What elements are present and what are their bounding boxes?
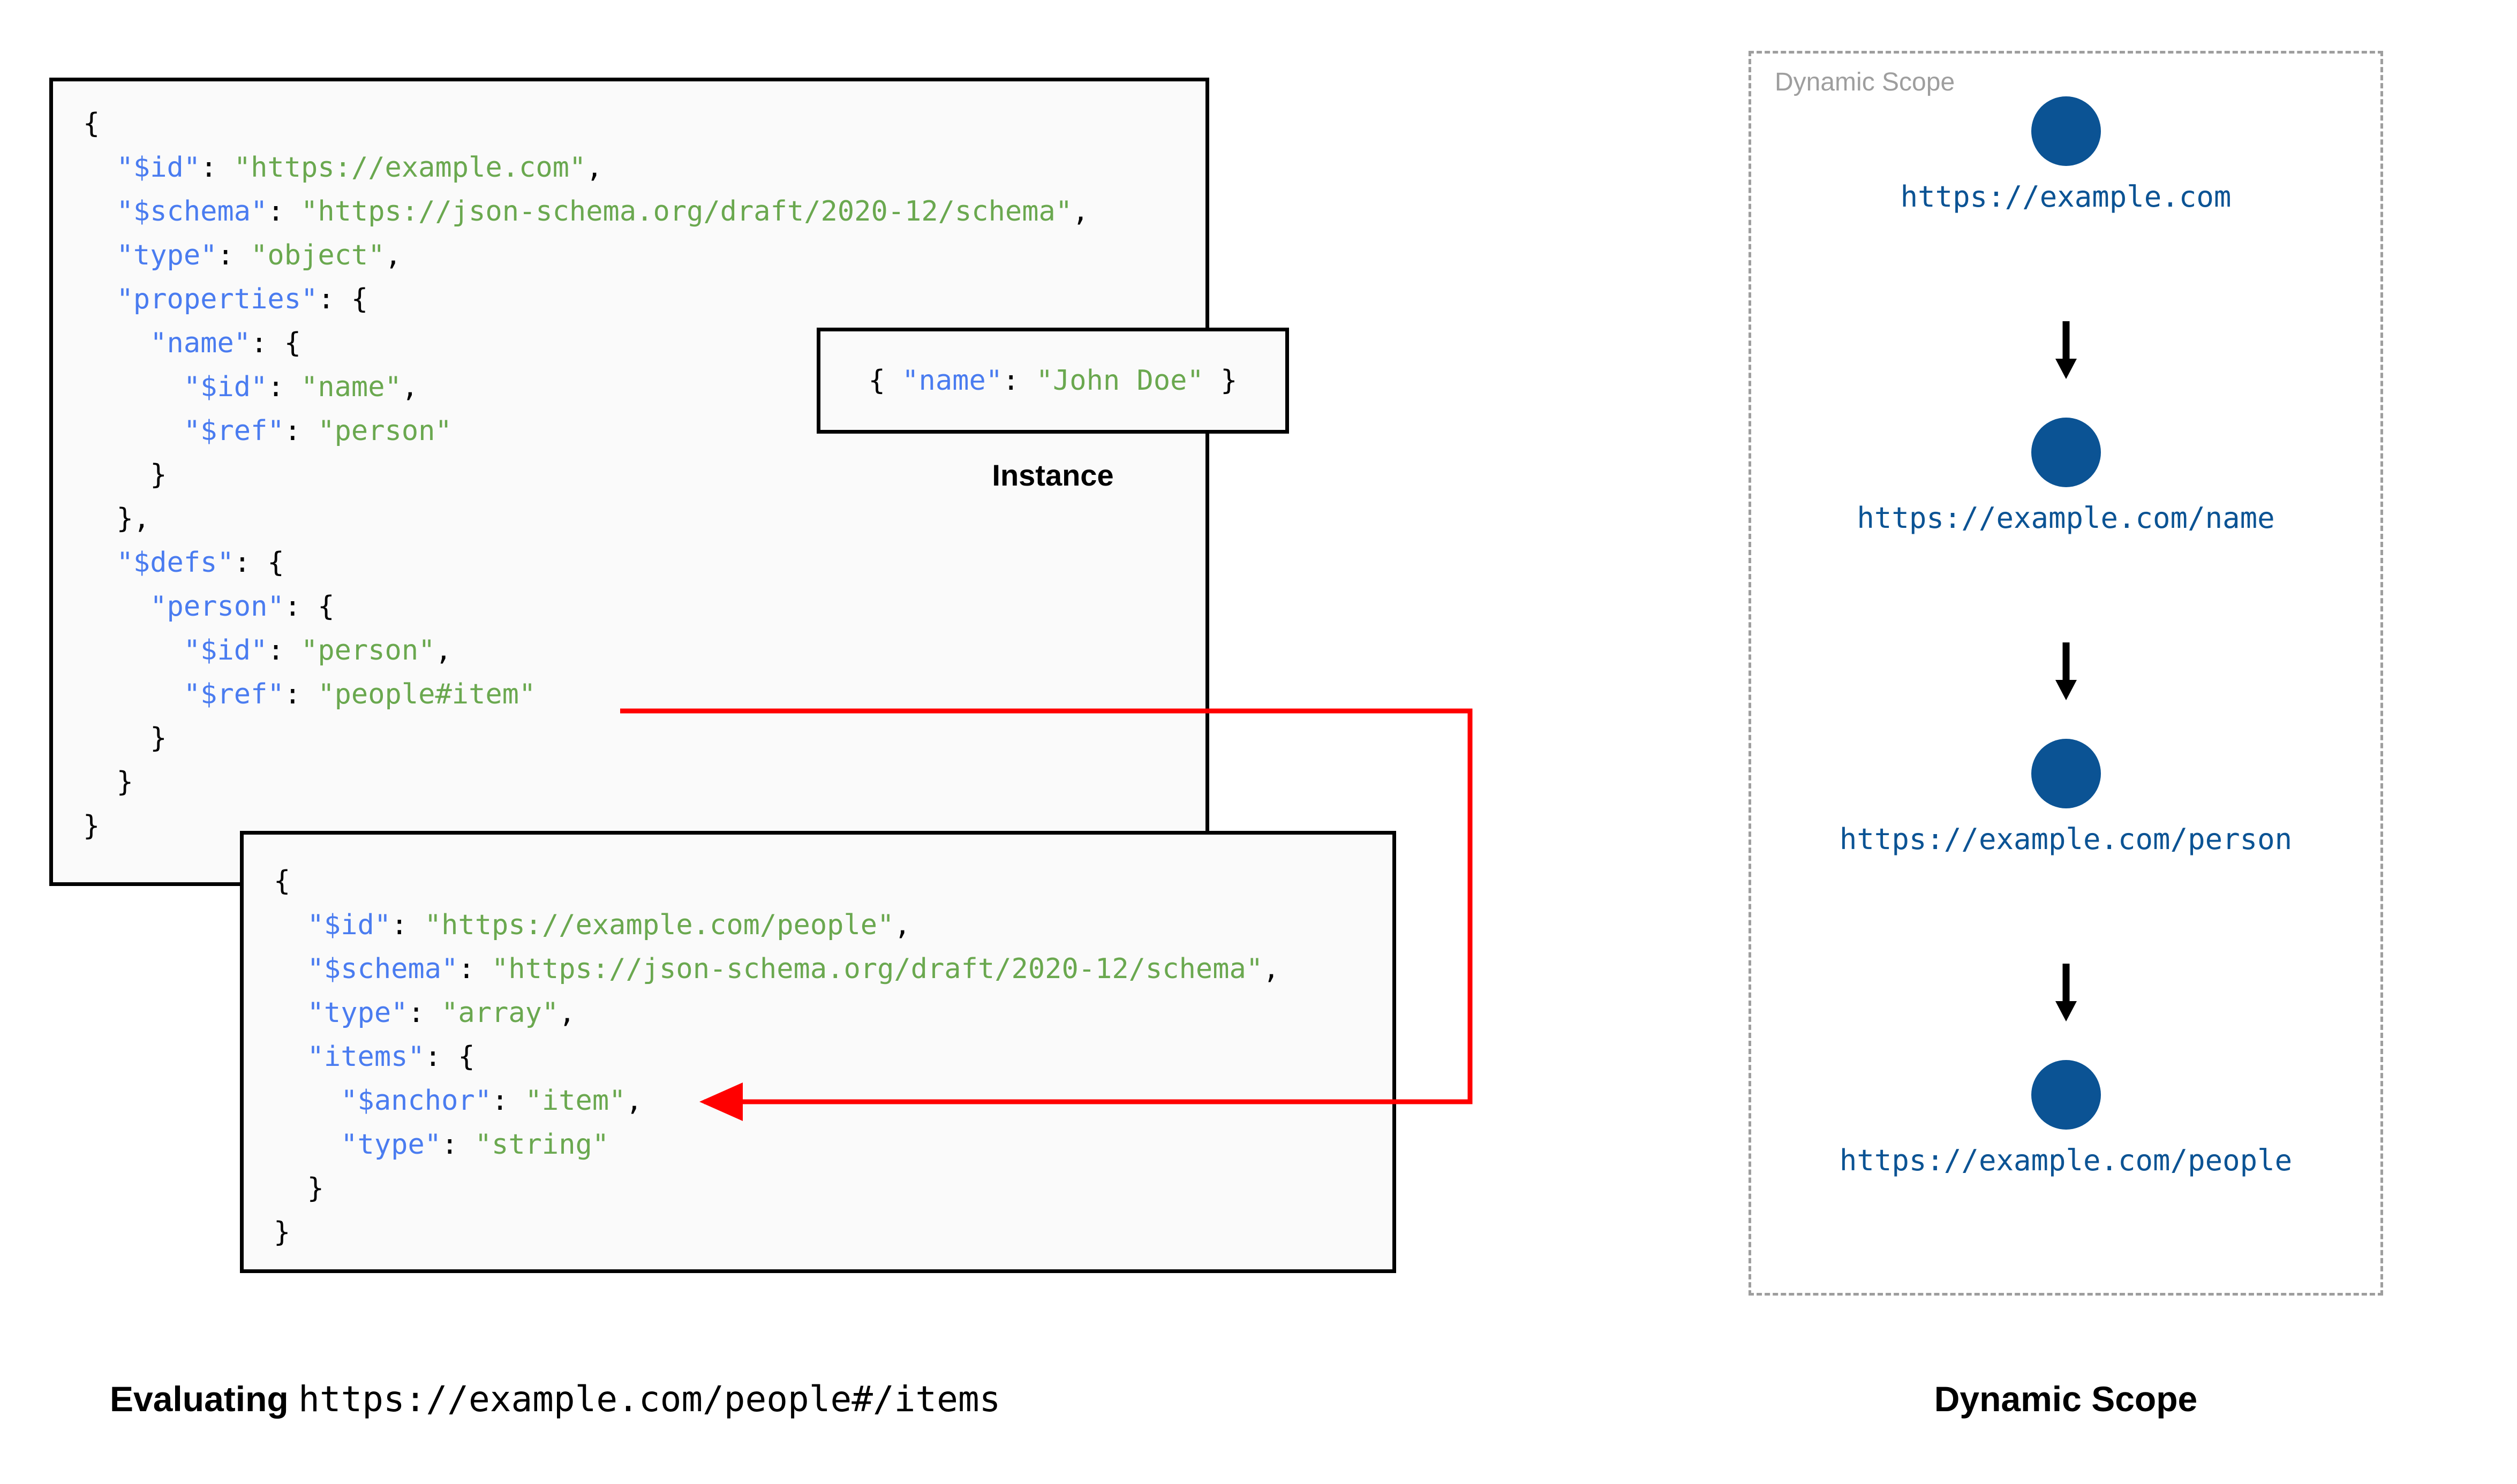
scope-node-url: https://example.com/person: [1839, 822, 2293, 856]
scope-arrow-1: [1751, 642, 2380, 704]
scope-node-url: https://example.com/people: [1839, 1144, 2293, 1177]
scope-node-url: https://example.com/name: [1857, 501, 2275, 535]
scope-circle-icon: [2031, 96, 2101, 166]
scope-node-3: https://example.com/people: [1751, 1060, 2380, 1177]
instance-code: { "name": "John Doe" }: [868, 365, 1238, 397]
scope-node-0: https://example.com: [1751, 96, 2380, 214]
scope-node-2: https://example.com/person: [1751, 739, 2380, 856]
scope-circle-icon: [2031, 1060, 2101, 1130]
dynamic-scope-caption-text: Dynamic Scope: [1934, 1379, 2198, 1419]
evaluating-caption-url: https://example.com/people#/items: [298, 1379, 1001, 1420]
scope-circle-icon: [2031, 739, 2101, 808]
scope-arrow-2: [1751, 964, 2380, 1025]
evaluating-caption: Evaluating https://example.com/people#/i…: [110, 1379, 1000, 1420]
scope-circle-icon: [2031, 418, 2101, 487]
scope-node-1: https://example.com/name: [1751, 418, 2380, 535]
instance-label: Instance: [992, 458, 1114, 492]
dynamic-scope-panel: Dynamic Scope https://example.com https:…: [1749, 51, 2383, 1296]
evaluating-caption-bold: Evaluating: [110, 1379, 289, 1419]
scope-node-url: https://example.com: [1900, 180, 2232, 214]
down-arrow-icon: [2055, 642, 2077, 700]
people-schema-code: { "$id": "https://example.com/people", "…: [274, 865, 1280, 1248]
root-schema-code: { "$id": "https://example.com", "$schema…: [83, 108, 1089, 842]
dynamic-scope-panel-label: Dynamic Scope: [1775, 68, 1955, 96]
dynamic-scope-caption: Dynamic Scope: [1749, 1379, 2383, 1419]
people-schema-box: { "$id": "https://example.com/people", "…: [240, 831, 1396, 1273]
instance-box: { "name": "John Doe" }: [817, 328, 1289, 434]
down-arrow-icon: [2055, 321, 2077, 379]
down-arrow-icon: [2055, 964, 2077, 1021]
scope-arrow-0: [1751, 321, 2380, 383]
